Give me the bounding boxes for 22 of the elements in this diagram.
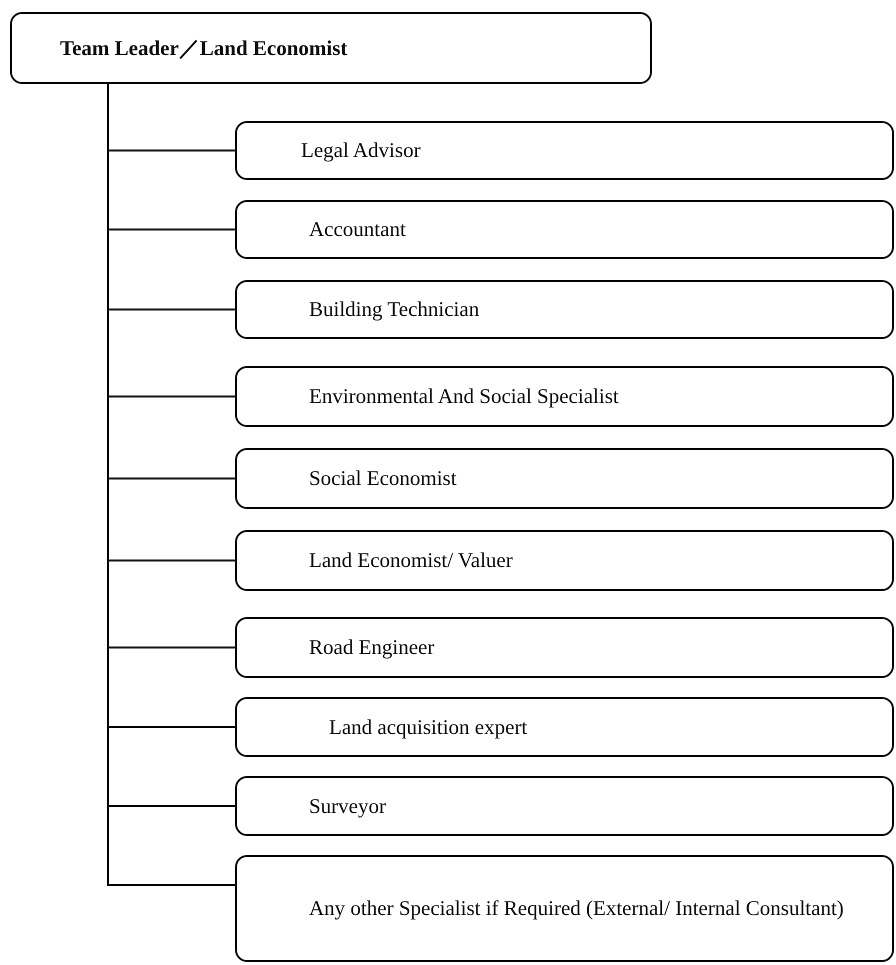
org-box (235, 855, 894, 962)
role-title: Road Engineer (309, 634, 434, 661)
org-box (235, 366, 894, 427)
role-title: Legal Advisor (301, 137, 421, 164)
org-box (235, 617, 894, 678)
role-title: Social Economist (309, 465, 457, 492)
role-title: Land Economist/ Valuer (309, 547, 513, 574)
role-title: Team Leader／Land Economist (60, 34, 348, 62)
org-box (235, 121, 894, 180)
org-box (235, 530, 894, 591)
org-box (235, 448, 894, 509)
role-title: Accountant (309, 216, 406, 243)
org-box (235, 776, 894, 836)
org-box (10, 12, 652, 84)
role-title: Surveyor (309, 792, 386, 820)
role-title: Building Technician (309, 296, 480, 323)
org-box (235, 200, 894, 259)
role-title: Any other Specialist if Required (External/ Internal Consultant) (309, 895, 844, 922)
org-box (235, 697, 894, 757)
role-title: Land acquisition expert (329, 714, 528, 740)
org-box (235, 280, 894, 339)
role-title: Environmental And Social Specialist (309, 383, 619, 410)
